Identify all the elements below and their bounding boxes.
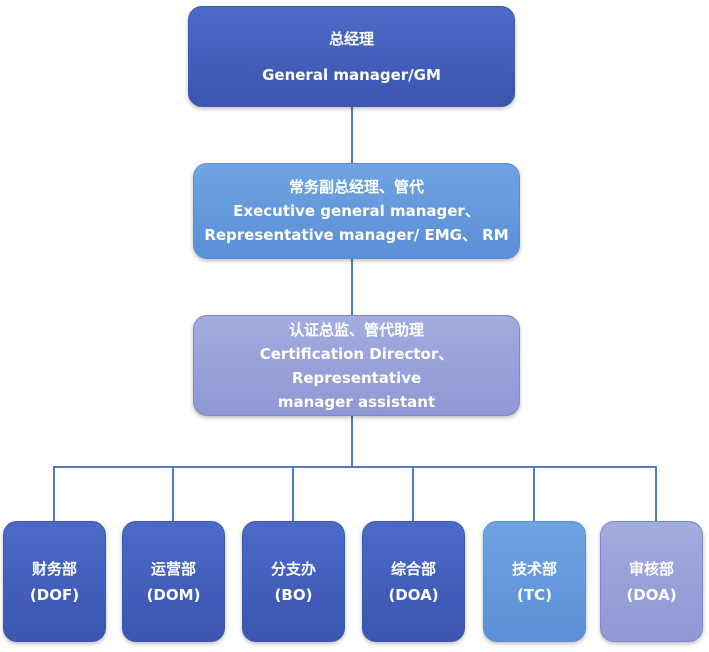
department-audit: 审核部 (DOA) xyxy=(600,521,703,642)
connector-dept-6 xyxy=(655,466,657,521)
connector-emg-cd xyxy=(351,259,353,315)
department-name: 综合部 xyxy=(390,559,436,578)
executive-gm-cn: 常务副总经理、管代 xyxy=(288,178,424,196)
connector-dept-4 xyxy=(412,466,414,521)
certification-director-en-1: Certification Director、 Representative xyxy=(259,344,454,387)
department-name: 财务部 xyxy=(31,559,77,578)
department-name: 运营部 xyxy=(150,559,196,578)
department-administration: 综合部 (DOA) xyxy=(362,521,465,642)
department-bus xyxy=(53,466,657,468)
connector-cd-bus xyxy=(351,416,353,467)
general-manager-en: General manager/GM xyxy=(262,65,441,84)
department-code: (DOF) xyxy=(29,585,80,604)
general-manager-cn: 总经理 xyxy=(328,29,374,48)
department-name: 审核部 xyxy=(628,559,674,578)
executive-gm-box: 常务副总经理、管代 Executive general manager、 Rep… xyxy=(193,163,520,259)
connector-dept-1 xyxy=(53,466,55,521)
department-operations: 运营部 (DOM) xyxy=(122,521,225,642)
executive-gm-en-2: Representative manager/ EMG、 RM xyxy=(204,226,509,244)
executive-gm-en-1: Executive general manager、 xyxy=(233,202,480,220)
department-branch-office: 分支办 (BO) xyxy=(242,521,345,642)
connector-dept-5 xyxy=(533,466,535,521)
connector-dept-3 xyxy=(292,466,294,521)
department-finance: 财务部 (DOF) xyxy=(3,521,106,642)
department-code: (DOA) xyxy=(626,585,677,604)
department-code: (DOM) xyxy=(146,585,201,604)
connector-dept-2 xyxy=(172,466,174,521)
certification-director-box: 认证总监、管代助理 Certification Director、 Repres… xyxy=(193,315,520,416)
department-name: 技术部 xyxy=(511,559,557,578)
department-code: (BO) xyxy=(274,585,313,604)
connector-gm-emg xyxy=(351,107,353,163)
certification-director-en-2: manager assistant xyxy=(277,392,436,411)
department-name: 分支办 xyxy=(270,559,316,578)
department-code: (TC) xyxy=(517,585,552,604)
department-code: (DOA) xyxy=(388,585,439,604)
department-technical: 技术部 (TC) xyxy=(483,521,586,642)
certification-director-cn: 认证总监、管代助理 xyxy=(288,320,424,339)
general-manager-box: 总经理 General manager/GM xyxy=(188,6,515,107)
